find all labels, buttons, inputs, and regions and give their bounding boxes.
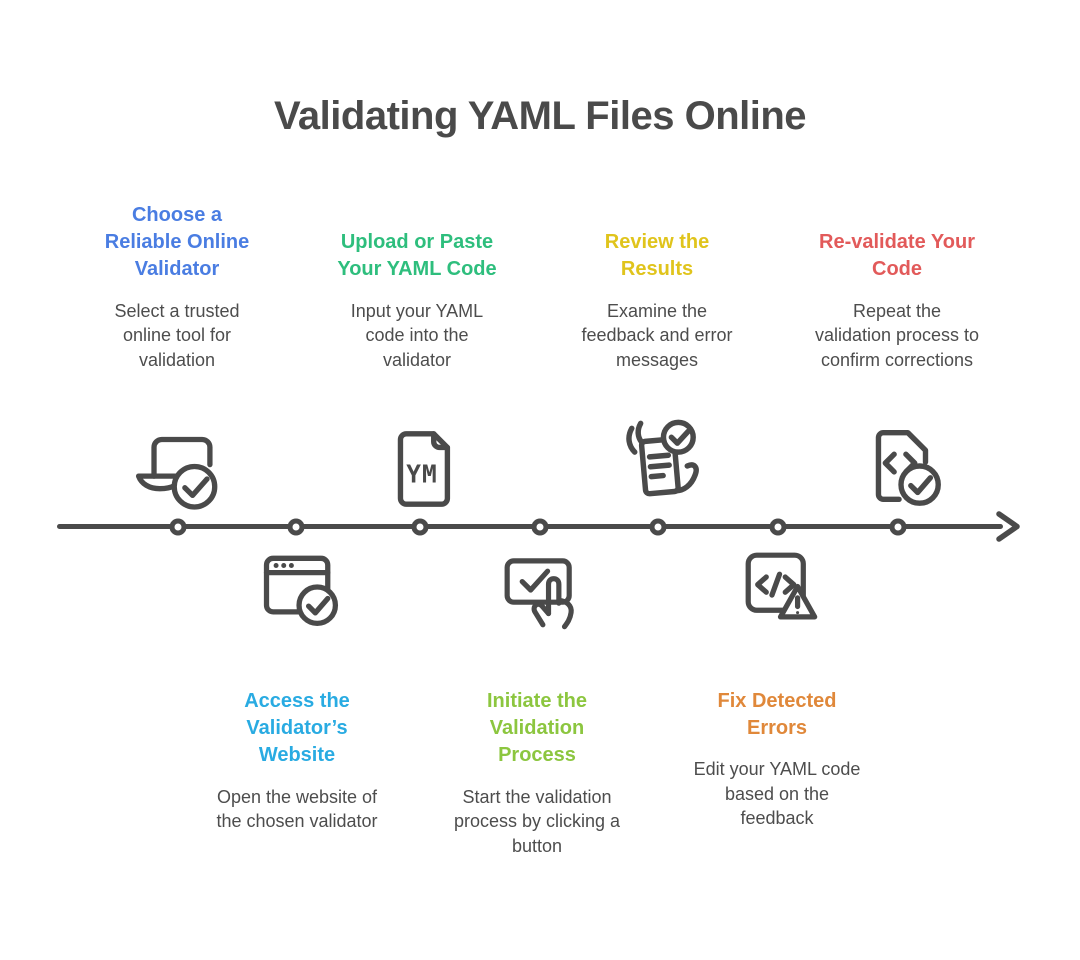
step-description: Repeat the validation process to confirm… <box>814 300 980 370</box>
code-file-check-icon <box>875 429 941 506</box>
tap-check-icon <box>504 558 581 636</box>
page-title: Validating YAML Files Online <box>273 94 807 138</box>
timeline-node <box>649 518 667 536</box>
step-title: Fix Detected Errors <box>717 690 837 740</box>
code-warning-icon <box>745 552 818 620</box>
step-title: Initiate the Validation Process <box>486 690 587 767</box>
step-description: Edit your YAML code based on the feedbac… <box>693 759 861 829</box>
timeline-node <box>169 518 187 536</box>
step-description: Input your YAML code into the validator <box>350 300 484 370</box>
step-description: Open the website of the chosen validator <box>216 786 378 832</box>
timeline-arrowhead-icon <box>996 511 1020 542</box>
step-description: Select a trusted online tool for validat… <box>114 300 240 370</box>
checklist-hands-icon <box>626 419 699 497</box>
timeline-node <box>531 518 549 536</box>
step-description: Start the validation process by clicking… <box>453 786 621 856</box>
timeline-line <box>57 524 1003 529</box>
step-description: Examine the feedback and error messages <box>581 300 733 370</box>
step-title: Upload or Paste Your YAML Code <box>337 231 497 281</box>
step-title: Re-validate Your Code <box>819 231 975 281</box>
step-block-revalidate: Re-validate Your Code Repeat the validat… <box>782 229 1012 372</box>
step-block-review-results: Review the Results Examine the feedback … <box>542 229 772 372</box>
step-block-access-website: Access the Validator’s Website Open the … <box>187 688 407 834</box>
svg-text:YM: YM <box>406 460 437 489</box>
step-block-choose-validator: Choose a Reliable Online Validator Selec… <box>62 202 292 372</box>
timeline-node <box>769 518 787 536</box>
step-title: Access the Validator’s Website <box>244 690 350 767</box>
step-title: Choose a Reliable Online Validator <box>104 204 250 281</box>
timeline-node <box>411 518 429 536</box>
browser-check-icon <box>263 555 339 627</box>
step-block-fix-errors: Fix Detected Errors Edit your YAML code … <box>667 688 887 831</box>
timeline-node <box>889 518 907 536</box>
step-title: Review the Results <box>604 231 710 281</box>
timeline-node <box>287 518 305 536</box>
step-block-initiate-validation: Initiate the Validation Process Start th… <box>427 688 647 858</box>
laptop-check-icon <box>135 436 218 510</box>
step-block-upload-paste: Upload or Paste Your YAML Code Input you… <box>302 229 532 372</box>
yaml-file-icon: YM <box>397 431 451 507</box>
